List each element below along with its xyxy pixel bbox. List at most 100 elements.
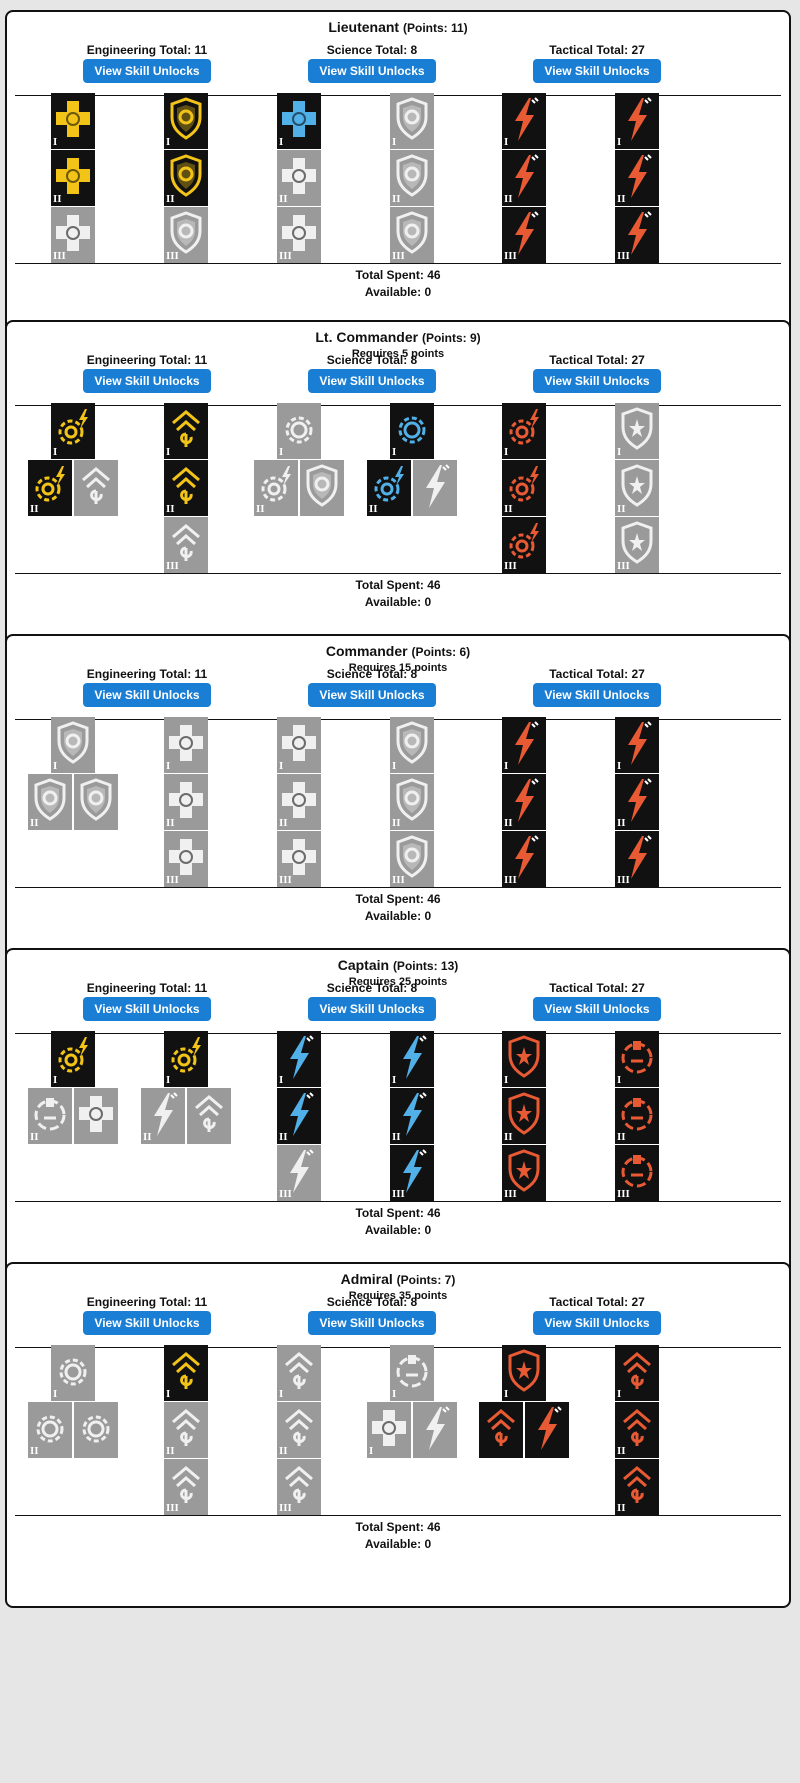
skill-cross-icon[interactable]: I	[164, 717, 208, 773]
skill-bolt-icon[interactable]: I	[502, 93, 546, 149]
skill-shield-icon[interactable]: II	[390, 774, 434, 830]
skill-cross-icon[interactable]: III	[164, 831, 208, 887]
skill-bolt-icon[interactable]: III	[502, 831, 546, 887]
view-skill-unlocks-button[interactable]: View Skill Unlocks	[83, 369, 211, 393]
skill-gear-bolt-icon[interactable]: I	[51, 1031, 95, 1087]
skill-star-shield-icon[interactable]: I	[615, 403, 659, 459]
skill-chevron-icon[interactable]	[479, 1402, 523, 1458]
skill-shield-icon[interactable]: I	[390, 93, 434, 149]
skill-ring-icon[interactable]: II	[615, 1088, 659, 1144]
skill-bolt-icon[interactable]: II	[502, 774, 546, 830]
skill-bolt-icon[interactable]: II	[615, 774, 659, 830]
skill-star-shield-icon[interactable]: I	[502, 1345, 546, 1401]
skill-gear-bolt-icon[interactable]: II	[254, 460, 298, 516]
view-skill-unlocks-button[interactable]: View Skill Unlocks	[533, 683, 661, 707]
skill-bolt-icon[interactable]: I	[615, 717, 659, 773]
view-skill-unlocks-button[interactable]: View Skill Unlocks	[308, 997, 436, 1021]
skill-chevron-icon[interactable]: III	[164, 517, 208, 573]
skill-chevron-icon[interactable]: II	[277, 1402, 321, 1458]
skill-cross-icon[interactable]: I	[277, 93, 321, 149]
skill-shield-icon[interactable]: I	[164, 93, 208, 149]
skill-bolt-icon[interactable]	[525, 1402, 569, 1458]
skill-chevron-icon[interactable]: I	[277, 1345, 321, 1401]
skill-cross-icon[interactable]: II	[51, 150, 95, 206]
skill-bolt-icon[interactable]: III	[615, 831, 659, 887]
view-skill-unlocks-button[interactable]: View Skill Unlocks	[83, 59, 211, 83]
skill-cross-icon[interactable]: II	[164, 774, 208, 830]
view-skill-unlocks-button[interactable]: View Skill Unlocks	[533, 1311, 661, 1335]
skill-cross-icon[interactable]: III	[277, 207, 321, 263]
skill-cross-icon[interactable]: III	[277, 831, 321, 887]
skill-bolt-icon[interactable]: I	[502, 717, 546, 773]
skill-bolt-icon[interactable]	[413, 1402, 457, 1458]
skill-chevron-icon[interactable]: II	[615, 1402, 659, 1458]
skill-shield-icon[interactable]: II	[390, 150, 434, 206]
skill-bolt-icon[interactable]: II	[277, 1088, 321, 1144]
view-skill-unlocks-button[interactable]: View Skill Unlocks	[308, 683, 436, 707]
skill-bolt-icon[interactable]: II	[390, 1088, 434, 1144]
skill-gear-icon[interactable]	[74, 1402, 118, 1458]
skill-bolt-icon[interactable]: III	[502, 207, 546, 263]
skill-gear-icon[interactable]: I	[51, 1345, 95, 1401]
skill-chevron-icon[interactable]: II	[615, 1459, 659, 1515]
skill-bolt-icon[interactable]	[413, 460, 457, 516]
skill-shield-icon[interactable]	[74, 774, 118, 830]
view-skill-unlocks-button[interactable]: View Skill Unlocks	[308, 59, 436, 83]
view-skill-unlocks-button[interactable]: View Skill Unlocks	[533, 997, 661, 1021]
skill-cross-icon[interactable]: II	[277, 774, 321, 830]
view-skill-unlocks-button[interactable]: View Skill Unlocks	[83, 997, 211, 1021]
skill-bolt-icon[interactable]: III	[615, 207, 659, 263]
skill-star-shield-icon[interactable]: III	[615, 517, 659, 573]
skill-chevron-icon[interactable]: I	[615, 1345, 659, 1401]
view-skill-unlocks-button[interactable]: View Skill Unlocks	[533, 369, 661, 393]
view-skill-unlocks-button[interactable]: View Skill Unlocks	[83, 1311, 211, 1335]
skill-cross-icon[interactable]: I	[277, 717, 321, 773]
view-skill-unlocks-button[interactable]: View Skill Unlocks	[308, 1311, 436, 1335]
skill-cross-icon[interactable]: I	[367, 1402, 411, 1458]
skill-chevron-icon[interactable]	[187, 1088, 231, 1144]
skill-star-shield-icon[interactable]: III	[502, 1145, 546, 1201]
skill-shield-icon[interactable]: III	[390, 831, 434, 887]
skill-star-shield-icon[interactable]: II	[615, 460, 659, 516]
skill-shield-icon[interactable]: III	[164, 207, 208, 263]
skill-chevron-icon[interactable]: I	[164, 1345, 208, 1401]
skill-cross-icon[interactable]: I	[51, 93, 95, 149]
skill-gear-bolt-icon[interactable]: II	[367, 460, 411, 516]
skill-cross-icon[interactable]	[74, 1088, 118, 1144]
skill-bolt-icon[interactable]: II	[502, 150, 546, 206]
skill-cross-icon[interactable]: III	[51, 207, 95, 263]
skill-star-shield-icon[interactable]: II	[502, 1088, 546, 1144]
skill-gear-bolt-icon[interactable]: I	[164, 1031, 208, 1087]
skill-gear-bolt-icon[interactable]: I	[502, 403, 546, 459]
skill-bolt-icon[interactable]: I	[390, 1031, 434, 1087]
skill-gear-icon[interactable]: II	[28, 1402, 72, 1458]
skill-chevron-icon[interactable]	[74, 460, 118, 516]
view-skill-unlocks-button[interactable]: View Skill Unlocks	[533, 59, 661, 83]
skill-bolt-icon[interactable]: II	[141, 1088, 185, 1144]
skill-shield-icon[interactable]: I	[390, 717, 434, 773]
skill-gear-bolt-icon[interactable]: II	[28, 460, 72, 516]
skill-bolt-icon[interactable]: I	[277, 1031, 321, 1087]
skill-ring-icon[interactable]: I	[615, 1031, 659, 1087]
skill-gear-bolt-icon[interactable]: I	[51, 403, 95, 459]
skill-chevron-icon[interactable]: III	[164, 1459, 208, 1515]
skill-gear-icon[interactable]: I	[390, 403, 434, 459]
skill-ring-icon[interactable]: II	[28, 1088, 72, 1144]
skill-shield-icon[interactable]: I	[51, 717, 95, 773]
skill-shield-icon[interactable]: II	[28, 774, 72, 830]
skill-star-shield-icon[interactable]: I	[502, 1031, 546, 1087]
skill-ring-icon[interactable]: I	[390, 1345, 434, 1401]
skill-ring-icon[interactable]: III	[615, 1145, 659, 1201]
skill-bolt-icon[interactable]: III	[277, 1145, 321, 1201]
skill-chevron-icon[interactable]: III	[277, 1459, 321, 1515]
skill-gear-icon[interactable]: I	[277, 403, 321, 459]
skill-gear-bolt-icon[interactable]: II	[502, 460, 546, 516]
skill-gear-bolt-icon[interactable]: III	[502, 517, 546, 573]
skill-bolt-icon[interactable]: I	[615, 93, 659, 149]
skill-chevron-icon[interactable]: I	[164, 403, 208, 459]
skill-chevron-icon[interactable]: II	[164, 460, 208, 516]
skill-shield-icon[interactable]: II	[164, 150, 208, 206]
skill-shield-icon[interactable]: III	[390, 207, 434, 263]
skill-bolt-icon[interactable]: II	[615, 150, 659, 206]
skill-shield-icon[interactable]	[300, 460, 344, 516]
